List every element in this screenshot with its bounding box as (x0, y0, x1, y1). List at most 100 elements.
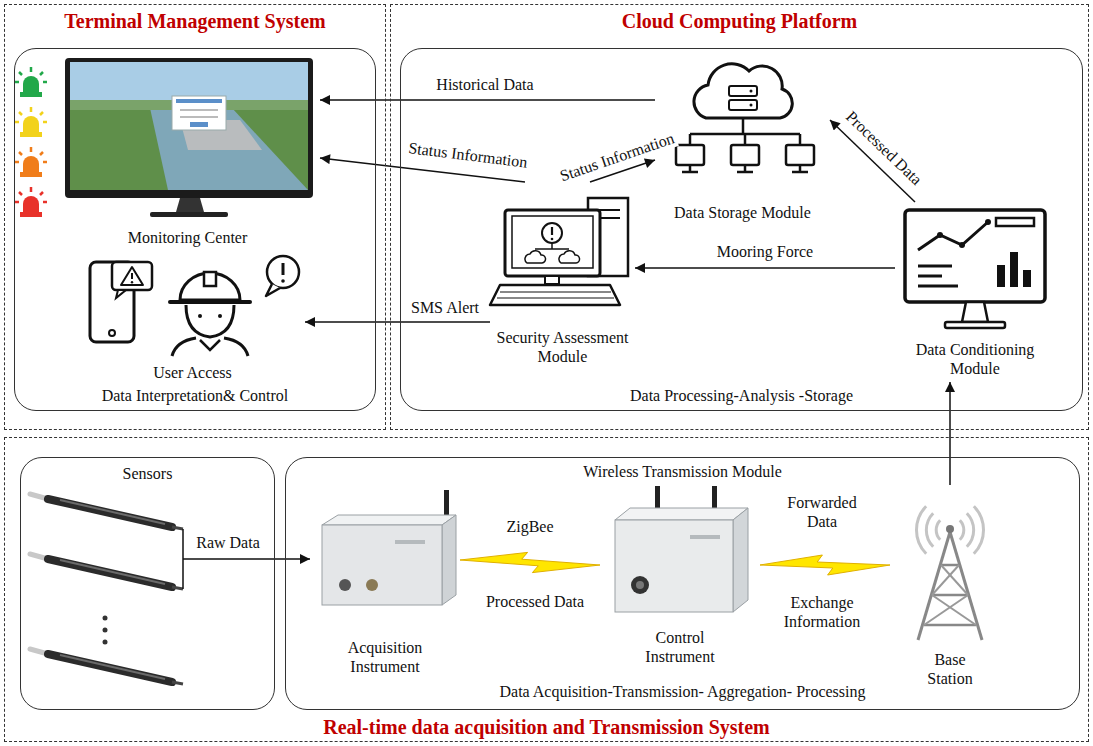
panel-title: Wireless Transmission Module (290, 462, 1075, 481)
base-station-tower (941, 564, 959, 567)
wireless-link (760, 555, 890, 575)
user-access: User Access (80, 252, 305, 385)
panel-title: Sensors (25, 464, 270, 483)
base-station-tower (916, 506, 983, 554)
cloud-server-icon (744, 165, 747, 171)
cloud-server-icon (799, 134, 802, 145)
analytics-monitor-icon (996, 218, 1034, 226)
node-label: Acquisition Instrument (335, 638, 435, 676)
alarm-siren (20, 132, 42, 137)
alarm-siren (19, 192, 22, 195)
sensor-rod (60, 655, 165, 679)
connector-label: Status Information (406, 138, 531, 172)
user-icon (282, 263, 285, 275)
monitoring-center: Monitoring Center (55, 55, 320, 250)
analytics-monitor-icon (918, 265, 952, 268)
cloud-server-icon (737, 171, 753, 174)
monitor-icon (150, 212, 228, 217)
analytics-monitor-icon (918, 222, 988, 250)
security-module: Security Assessment Module (490, 182, 635, 372)
user-icon (281, 279, 285, 283)
node-label: Data Storage Module (659, 203, 826, 222)
alarm-siren (43, 121, 47, 124)
arrow-connector (949, 382, 951, 485)
computer-icon (551, 227, 553, 235)
analytics-monitor-icon (962, 302, 988, 322)
ellipsis-dots (103, 640, 108, 645)
alarm-siren (15, 81, 19, 84)
alarm-siren (23, 76, 39, 92)
base-station-tower (932, 595, 976, 625)
computer-icon (500, 291, 611, 292)
base-station-tower (932, 594, 968, 597)
user-icon (90, 256, 299, 356)
user-icon (131, 281, 133, 283)
user-icon (266, 284, 280, 296)
cloud-server-icon (689, 134, 692, 145)
cloud-server-icon (744, 134, 747, 145)
connector-label: Historical Data (434, 75, 535, 94)
ellipsis-dots (103, 628, 108, 633)
sensor-rod (30, 554, 183, 589)
user-icon (204, 272, 216, 286)
user-icon (267, 256, 299, 288)
arrow-connector (305, 321, 490, 323)
cloud-server-icon (792, 171, 808, 174)
monitor-icon (172, 96, 226, 130)
alarm-siren (30, 147, 33, 152)
connector-label: Mooring Force (715, 242, 815, 261)
control-device (615, 520, 733, 612)
sensor-rod (60, 500, 165, 524)
subsystem-panel: Data Interpretation& Control Monitoring C… (14, 48, 376, 411)
alarm-siren (19, 72, 22, 75)
analytics-monitor-icon (937, 232, 943, 238)
alarm-siren (40, 72, 43, 75)
analytics-monitor-icon (959, 242, 965, 248)
node-label: User Access (84, 363, 301, 382)
node-label: Control Instrument (635, 628, 725, 666)
alarm-siren (20, 172, 42, 177)
cloud-server-icon (786, 145, 814, 165)
conditioning-module: Data Conditioning Module (895, 202, 1055, 382)
base-station: Base Station (890, 485, 1010, 690)
cloud-server-icon (676, 145, 704, 165)
base-station-tower (924, 595, 968, 625)
alarm-siren (15, 121, 19, 124)
computer-icon (505, 210, 600, 276)
alarm-siren (23, 196, 39, 212)
subsystem-panel: Data Processing-Analysis -StorageData St… (400, 48, 1083, 411)
alarm-siren (30, 187, 33, 192)
cloud-server-icon (729, 100, 757, 110)
acquisition-instrument: Acquisition Instrument (310, 498, 460, 680)
monitor-icon (176, 198, 204, 212)
node-label: Security Assessment Module (490, 328, 635, 366)
computer-icon (535, 248, 569, 250)
alarm-siren (30, 107, 33, 112)
sensor-rod (30, 494, 183, 529)
arrow-connector (635, 267, 895, 269)
sensor-rod (172, 587, 183, 589)
alarm-siren (43, 81, 47, 84)
cloud-server-icon (694, 64, 792, 118)
user-icon (198, 314, 202, 318)
monitor-icon (176, 99, 222, 103)
region-title: Cloud Computing Platform (395, 9, 1084, 33)
cloud-server-icon (729, 86, 757, 96)
computer-icon (497, 297, 614, 298)
user-icon (121, 267, 143, 285)
panel-caption: Data Interpretation& Control (19, 386, 371, 405)
alarm-siren (20, 92, 42, 97)
computer-icon (559, 251, 580, 263)
cloud-server-icon (676, 64, 814, 172)
monitor-icon (180, 116, 218, 118)
connector-label: Processed Data (484, 592, 586, 611)
connector-label: SMS Alert (409, 298, 481, 317)
monitor-icon (190, 122, 208, 127)
sensor-panel: Sensors (20, 457, 275, 710)
control-device (615, 508, 748, 520)
sensor-rod (172, 527, 183, 529)
sensor-rod (48, 499, 172, 527)
alarm-siren (40, 152, 43, 155)
connector-label: Exchange Information (775, 593, 869, 631)
